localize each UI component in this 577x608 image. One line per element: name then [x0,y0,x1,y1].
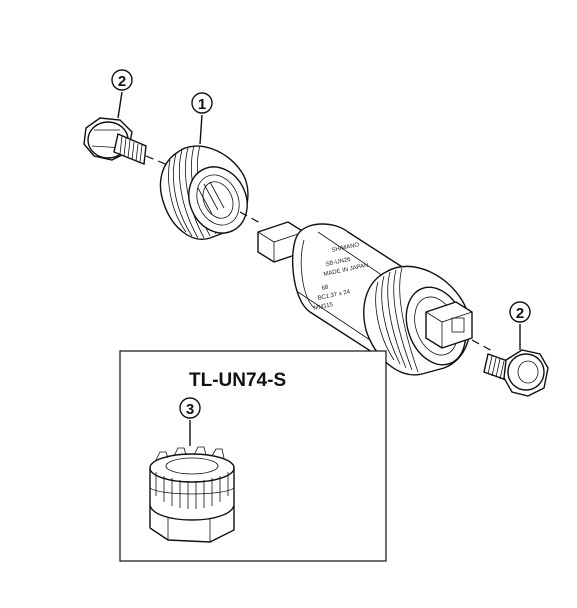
axis-line-right-bolt [471,339,495,353]
adapter-cup [159,145,249,240]
callout-number: 1 [198,96,206,113]
callout-2-right: 2 [509,301,531,350]
marking-brand: SHIMANO [331,242,360,254]
marking-width: 68 [321,285,329,292]
left-fixing-bolt [83,117,147,165]
right-fixing-bolt [483,349,549,397]
callout-number: 2 [118,73,126,90]
marking-model: SB-UN26 [325,257,352,268]
marking-axle: MM115 [313,302,334,312]
cartridge-bottom-bracket [257,221,473,376]
callout-number: 3 [186,401,194,418]
tool-model-title: TL-UN74-S [189,370,286,391]
callout-1: 1 [191,92,213,145]
bottom-bracket-tool [149,446,235,543]
callout-number: 2 [516,305,524,322]
tool-box: TL-UN74-S 3 [119,350,387,562]
axis-line-cup [239,211,263,225]
callout-2-left: 2 [111,69,133,119]
cartridge-markings: SHIMANO SB-UN26 MADE IN JAPAN 68 BC1.37 … [313,242,369,312]
axis-line-left-bolt [145,155,171,167]
